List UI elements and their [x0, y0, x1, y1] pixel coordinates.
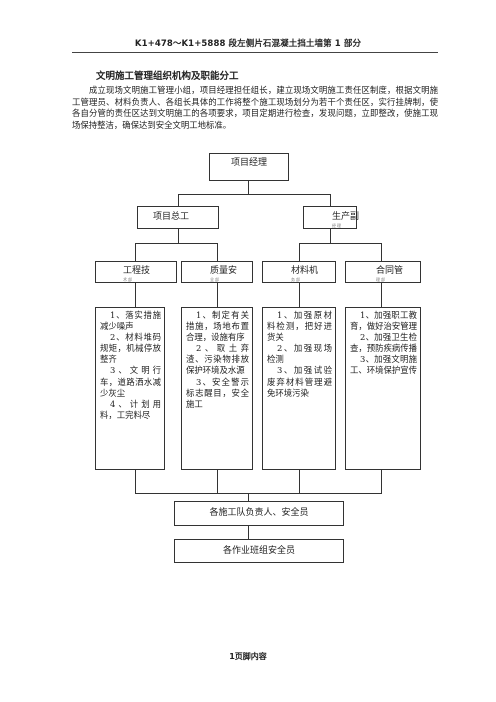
duty-item: 3、加强文明施工、环境保护宣传 [350, 354, 417, 376]
duty-box-contract: 1、加强职工教育，做好治安管理 2、加强卫生检查，预防疾病传播 3、加强文明施工… [345, 307, 421, 470]
org-box-materials-equipment-dept: 材料机 务部 [262, 261, 336, 283]
org-box-project-manager: 项目经理 [209, 153, 289, 181]
connector-dept-drop-1 [135, 283, 136, 307]
connector-right-drop-2 [381, 243, 382, 261]
duty-item: 3、加强试验废弃材料管理避免环境污染 [267, 365, 332, 398]
org-box-production-deputy: 生产副 经理 [303, 206, 360, 229]
connector-left-down [178, 229, 179, 243]
connector-right-drop-1 [299, 243, 300, 261]
connector-duty-up-4 [381, 470, 382, 493]
connector-dept-drop-3 [299, 283, 300, 307]
section-paragraph: 成立现场文明施工管理小组，项目经理担任组长，建立现场文明施工责任区制度，根据文明… [72, 85, 438, 130]
connector-bottom-link [248, 526, 249, 539]
org-label-engineering-dept-cut: 术部 [123, 277, 133, 282]
connector-duty-up-3 [299, 470, 300, 493]
org-label-contract-dept: 合同管 [376, 266, 404, 276]
connector-bottom-bar [135, 493, 382, 494]
connector-right-down [330, 229, 331, 243]
org-label-chief-engineer: 项目总工 [153, 212, 190, 222]
org-box-crew-safety-officers: 各作业班组安全员 [174, 539, 344, 563]
org-label-team-leaders: 各施工队负责人、安全员 [209, 508, 309, 518]
header-rule [72, 52, 438, 53]
connector-level2-right-drop [330, 194, 331, 206]
connector-level2-bar [178, 194, 330, 195]
connector-dept-drop-4 [381, 283, 382, 307]
connector-level2-left-drop [178, 194, 179, 206]
org-label-crew-safety-officers: 各作业班组安全员 [222, 546, 295, 556]
duty-item: 1、加强职工教育，做好治安管理 [350, 310, 417, 332]
duty-item: 1、落实措施减少噪声 [100, 310, 161, 332]
connector-left-bar [135, 243, 217, 244]
connector-right-bar [299, 243, 381, 244]
org-label-quality-safety-dept: 质量安 [210, 266, 238, 276]
org-box-quality-safety-dept: 质量安 全部 [181, 261, 253, 283]
duty-box-materials-equipment: 1、加强原材料检测，把好进货关 2、加强现场检测 3、加强试验废弃材料管理避免环… [262, 307, 336, 470]
org-label-materials-equipment-dept-cut: 务部 [291, 277, 301, 282]
duty-box-quality-safety: 1、制定有关措施，场地布置合理，设施有序 2、取土弃渣、污染物排放保护环境及水源… [181, 307, 253, 470]
duty-item: 1、加强原材料检测，把好进货关 [267, 310, 332, 343]
connector-left-drop-2 [217, 243, 218, 261]
duty-box-engineering: 1、落实措施减少噪声 2、材料堆码规矩，机械停放整齐 3、文明行车，道路洒水减少… [95, 307, 165, 470]
connector-bottom-down [248, 493, 249, 501]
duty-item: 3、安全警示标志醒目，安全施工 [186, 376, 249, 409]
org-label-engineering-dept: 工程技 [123, 266, 151, 276]
org-box-contract-dept: 合同管 理部 [345, 261, 421, 283]
document-header-title: K1+478～K1+5888 段左侧片石混凝土挡土墙第 1 部分 [134, 39, 362, 49]
duty-item: 2、加强卫生检查，预防疾病传播 [350, 332, 417, 354]
page-footer: 1页脚内容 [229, 652, 267, 661]
org-box-team-leaders: 各施工队负责人、安全员 [174, 501, 344, 526]
org-label-materials-equipment-dept: 材料机 [291, 266, 319, 276]
connector-duty-up-1 [135, 470, 136, 493]
section-title: 文明施工管理组织机构及职能分工 [96, 71, 239, 82]
org-label-production-deputy-cut: 经理 [332, 223, 342, 228]
connector-duty-up-2 [217, 470, 218, 493]
connector-dept-drop-2 [217, 283, 218, 307]
duty-item: 2、材料堆码规矩，机械停放整齐 [100, 332, 161, 365]
duty-item: 3、文明行车，道路洒水减少灰尘 [100, 365, 161, 398]
org-label-project-manager: 项目经理 [230, 158, 267, 168]
duty-item: 1、制定有关措施，场地布置合理，设施有序 [186, 310, 249, 343]
duty-item: 4、计划用料，工完料尽 [100, 398, 161, 420]
duty-item: 2、加强现场检测 [267, 343, 332, 365]
org-box-chief-engineer: 项目总工 [137, 206, 219, 229]
org-label-contract-dept-cut: 理部 [376, 277, 386, 282]
connector-top-down [248, 181, 249, 194]
org-label-production-deputy: 生产副 [332, 212, 360, 222]
org-box-engineering-dept: 工程技 术部 [95, 261, 177, 283]
connector-left-drop-1 [135, 243, 136, 261]
duty-item: 2、取土弃渣、污染物排放保护环境及水源 [186, 343, 249, 376]
org-label-quality-safety-dept-cut: 全部 [210, 277, 220, 282]
